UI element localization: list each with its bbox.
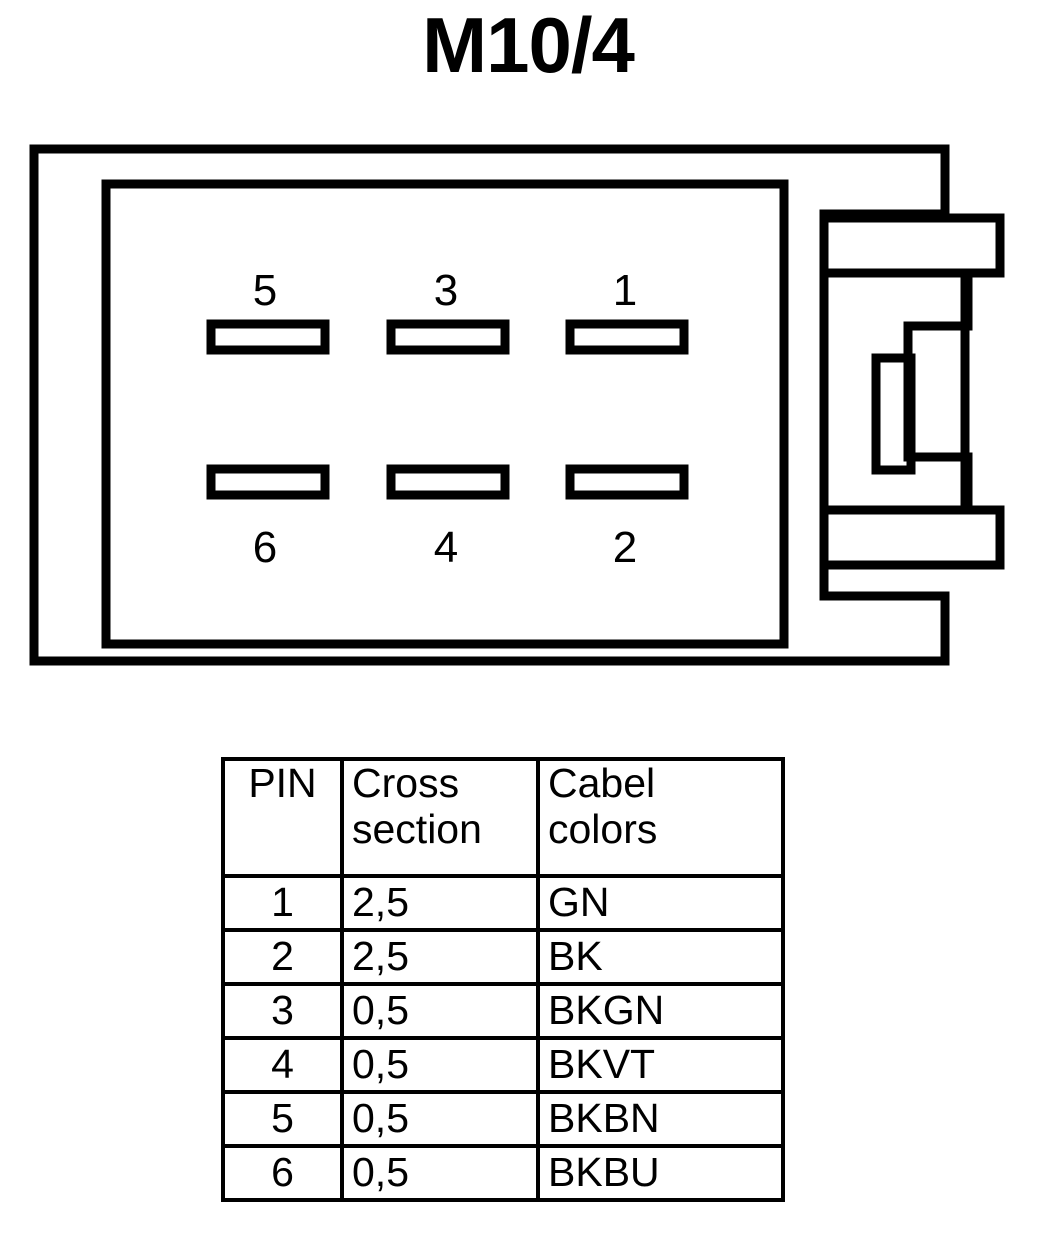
cell-cabel-color: BKVT bbox=[536, 1036, 785, 1094]
page-title: M10/4 bbox=[422, 1, 635, 89]
column-header-cross-section-line2: section bbox=[352, 805, 482, 852]
column-header-cabel-colors-line1: Cabel bbox=[548, 760, 656, 806]
table-row: 5 0,5 BKBN bbox=[221, 1090, 785, 1148]
column-header-cross-section: Cross section bbox=[340, 757, 540, 878]
connector-outer-shell bbox=[29, 144, 950, 666]
column-header-cabel-colors: Cabel colors bbox=[536, 757, 785, 878]
cell-cross-section: 0,5 bbox=[340, 1144, 540, 1202]
pin-slot-1 bbox=[565, 319, 689, 355]
cell-pin: 5 bbox=[221, 1090, 344, 1148]
pin-label-1: 1 bbox=[613, 266, 637, 315]
cell-pin: 2 bbox=[221, 928, 344, 986]
table-row: 3 0,5 BKGN bbox=[221, 982, 785, 1040]
pin-label-6: 6 bbox=[253, 523, 277, 572]
cell-pin: 4 bbox=[221, 1036, 344, 1094]
connector-latch-slot bbox=[871, 353, 916, 475]
cell-cross-section: 0,5 bbox=[340, 1090, 540, 1148]
cell-cross-section: 2,5 bbox=[340, 928, 540, 986]
connector-latch-outer bbox=[824, 213, 1005, 270]
table-body: 1 2,5 GN 2 2,5 BK 3 0,5 BKGN 4 0,5 BKVT … bbox=[221, 874, 785, 1202]
connector-diagram: 5 3 1 6 4 2 bbox=[0, 130, 1056, 710]
cell-cabel-color: BKBU bbox=[536, 1144, 785, 1202]
table-header: PIN Cross section Cabel colors bbox=[221, 757, 785, 878]
pin-label-4: 4 bbox=[434, 523, 458, 572]
pin-slot-3 bbox=[386, 319, 510, 355]
column-header-cross-section-line1: Cross bbox=[352, 760, 460, 806]
cell-pin: 1 bbox=[221, 874, 344, 932]
cell-cross-section: 0,5 bbox=[340, 1036, 540, 1094]
pin-label-3: 3 bbox=[434, 266, 458, 315]
table-row: 2 2,5 BK bbox=[221, 928, 785, 986]
cell-pin: 3 bbox=[221, 982, 344, 1040]
column-header-cabel-colors-line2: colors bbox=[548, 805, 658, 852]
cell-cross-section: 2,5 bbox=[340, 874, 540, 932]
pin-slot-6 bbox=[206, 464, 330, 500]
table-row: 6 0,5 BKBU bbox=[221, 1144, 785, 1202]
pin-slot-4 bbox=[386, 464, 510, 500]
pin-label-5: 5 bbox=[253, 266, 277, 315]
table-header-row: PIN Cross section Cabel colors bbox=[221, 757, 785, 878]
column-header-pin: PIN bbox=[221, 757, 344, 878]
table-row: 4 0,5 BKVT bbox=[221, 1036, 785, 1094]
connector-latch-body bbox=[824, 213, 1005, 570]
cell-cabel-color: BKBN bbox=[536, 1090, 785, 1148]
cell-cabel-color: BKGN bbox=[536, 982, 785, 1040]
pin-slot-2 bbox=[565, 464, 689, 500]
connector-svg: 5 3 1 6 4 2 bbox=[29, 144, 1005, 666]
cell-pin: 6 bbox=[221, 1144, 344, 1202]
cell-cross-section: 0,5 bbox=[340, 982, 540, 1040]
pin-label-2: 2 bbox=[613, 523, 637, 572]
pin-table-container: PIN Cross section Cabel colors 1 2,5 GN … bbox=[221, 757, 785, 1202]
cell-cabel-color: BK bbox=[536, 928, 785, 986]
connector-inner-cavity bbox=[101, 179, 789, 649]
table-row: 1 2,5 GN bbox=[221, 874, 785, 932]
cell-cabel-color: GN bbox=[536, 874, 785, 932]
pin-slot-5 bbox=[206, 319, 330, 355]
pin-assignment-table: PIN Cross section Cabel colors 1 2,5 GN … bbox=[221, 757, 785, 1202]
